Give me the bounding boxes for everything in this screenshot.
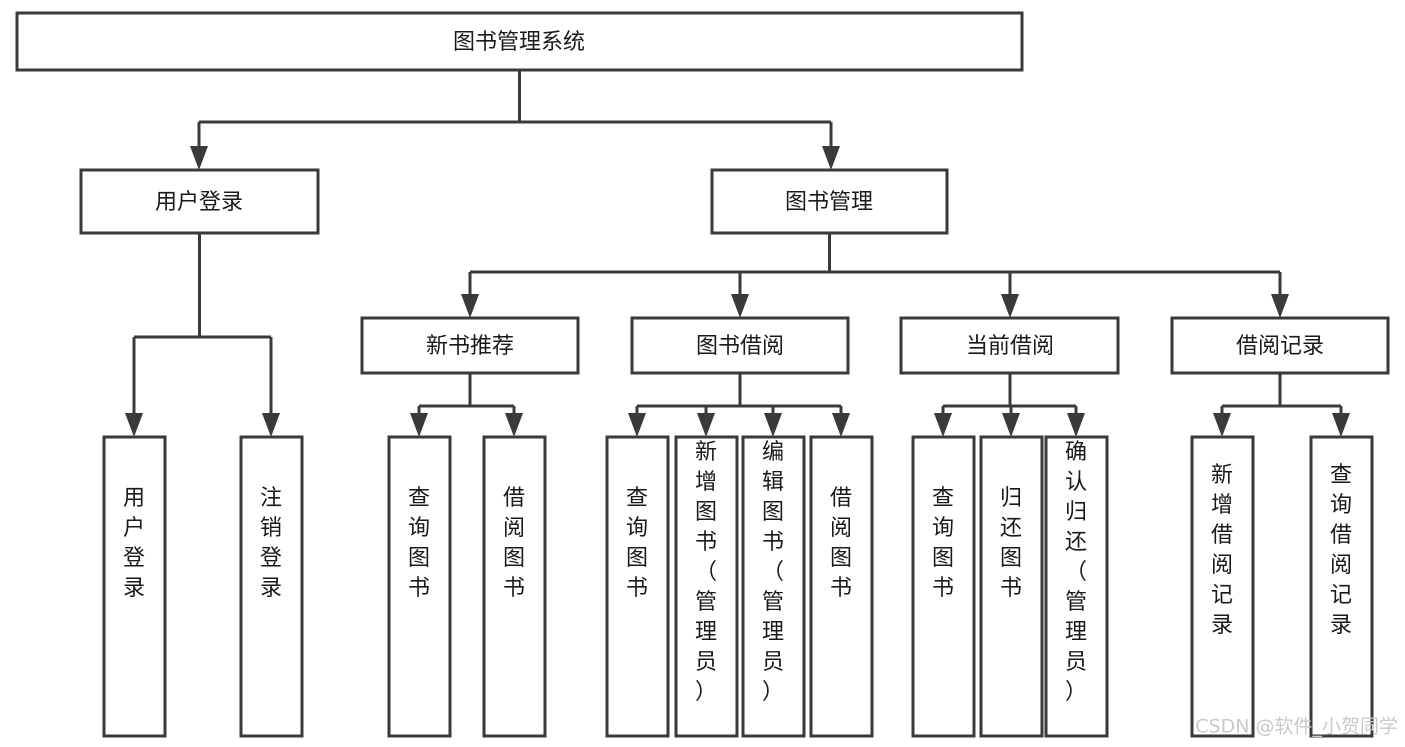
leaf-borrow-borrow-label: 借阅图书 — [830, 486, 852, 601]
leaf-borrow-query-box[interactable] — [605, 435, 670, 738]
leaf-rec-query-box[interactable] — [387, 435, 452, 738]
node-book-borrow-box[interactable] — [630, 316, 850, 375]
leaf-rec-add-label: 新增借阅记录 — [1211, 463, 1233, 638]
node-user-login[interactable]: 用户登录 — [79, 168, 320, 235]
leaf-borrow-add[interactable]: 新增图书（管理员） — [674, 435, 739, 738]
node-new-book-rec[interactable]: 新书推荐 — [360, 316, 580, 375]
node-new-book-rec-box[interactable] — [360, 316, 580, 375]
node-current-borrow[interactable]: 当前借阅 — [899, 316, 1120, 375]
leaf-logout[interactable]: 注销登录 — [239, 435, 304, 738]
arrow-to-current-borrow — [1001, 294, 1019, 318]
leaf-rec-borrow-label: 借阅图书 — [503, 486, 525, 601]
leaf-cur-confirm[interactable]: 确认归还（管理员） — [1044, 435, 1109, 738]
leaf-cur-return-box[interactable] — [979, 435, 1044, 738]
leaf-cur-return-label: 归还图书 — [1000, 486, 1022, 601]
node-root-label: 图书管理系统 — [453, 30, 585, 55]
arrow-to-user-login — [190, 146, 208, 170]
leaf-borrow-edit[interactable]: 编辑图书（管理员） — [741, 435, 806, 738]
node-root-box[interactable] — [15, 11, 1024, 72]
leaf-cur-query-label: 查询图书 — [932, 486, 954, 601]
leaf-rec-borrow-box[interactable] — [482, 435, 547, 738]
node-book-manage[interactable]: 图书管理 — [710, 168, 949, 235]
arrow-to-leaf-borrow-borrow — [832, 413, 850, 437]
node-user-login-label: 用户登录 — [155, 190, 243, 215]
arrow-to-leaf-cur-query — [934, 413, 952, 437]
arrow-to-leaf-cur-confirm — [1067, 413, 1085, 437]
leaf-cur-return[interactable]: 归还图书 — [979, 435, 1044, 738]
arrow-to-book-manage — [822, 146, 840, 170]
node-book-manage-label: 图书管理 — [785, 190, 873, 215]
leaf-cur-confirm-box[interactable] — [1044, 435, 1109, 738]
node-new-book-rec-label: 新书推荐 — [426, 334, 514, 359]
leaf-cur-query-box[interactable] — [911, 435, 976, 738]
node-current-borrow-label: 当前借阅 — [966, 334, 1054, 359]
leaf-rec-query2-box[interactable] — [1309, 435, 1374, 738]
leaf-borrow-query-label: 查询图书 — [626, 486, 648, 601]
leaf-user-login-label: 用户登录 — [123, 486, 145, 601]
connector-layer — [125, 70, 1350, 437]
arrow-to-leaf-user-login — [125, 413, 143, 437]
arrow-to-borrow-record — [1271, 294, 1289, 318]
arrow-to-leaf-borrow-add — [697, 413, 715, 437]
leaf-rec-borrow[interactable]: 借阅图书 — [482, 435, 547, 738]
leaf-rec-add-box[interactable] — [1190, 435, 1255, 738]
node-current-borrow-box[interactable] — [899, 316, 1120, 375]
leaf-borrow-edit-box[interactable] — [741, 435, 806, 738]
leaf-rec-query-label: 查询图书 — [408, 486, 430, 601]
arrow-to-leaf-borrow-query — [628, 413, 646, 437]
leaf-user-login-box[interactable] — [102, 435, 167, 738]
leaf-borrow-edit-label: 编辑图书（管理员） — [762, 440, 784, 705]
arrow-to-book-borrow — [731, 294, 749, 318]
node-book-borrow[interactable]: 图书借阅 — [630, 316, 850, 375]
leaf-borrow-add-label: 新增图书（管理员） — [695, 440, 717, 705]
arrow-to-leaf-borrow-edit — [764, 413, 782, 437]
node-user-login-box[interactable] — [79, 168, 320, 235]
leaf-borrow-add-box[interactable] — [674, 435, 739, 738]
leaf-cur-confirm-label: 确认归还（管理员） — [1065, 440, 1087, 705]
leaf-borrow-borrow[interactable]: 借阅图书 — [809, 435, 874, 738]
arrow-to-leaf-rec-borrow — [505, 413, 523, 437]
arrow-to-leaf-rec-query2 — [1332, 413, 1350, 437]
leaf-logout-box[interactable] — [239, 435, 304, 738]
node-borrow-record-box[interactable] — [1170, 316, 1390, 375]
arrow-to-leaf-rec-query — [410, 413, 428, 437]
arrow-to-new-book-rec — [461, 294, 479, 318]
leaf-rec-query[interactable]: 查询图书 — [387, 435, 452, 738]
leaf-rec-query2-label: 查询借阅记录 — [1330, 463, 1352, 638]
node-borrow-record[interactable]: 借阅记录 — [1170, 316, 1390, 375]
leaf-borrow-query[interactable]: 查询图书 — [605, 435, 670, 738]
leaf-borrow-borrow-box[interactable] — [809, 435, 874, 738]
arrow-to-leaf-cur-return — [1002, 413, 1020, 437]
csdn-watermark: CSDN @软件_小贺同学 — [1195, 716, 1398, 738]
arrow-to-leaf-rec-add — [1213, 413, 1231, 437]
node-book-manage-box[interactable] — [710, 168, 949, 235]
leaf-rec-query2[interactable]: 查询借阅记录 — [1309, 435, 1374, 738]
node-borrow-record-label: 借阅记录 — [1236, 334, 1324, 359]
arrow-to-leaf-logout — [262, 413, 280, 437]
leaf-user-login[interactable]: 用户登录 — [102, 435, 167, 738]
node-root[interactable]: 图书管理系统 — [15, 11, 1024, 72]
leaf-cur-query[interactable]: 查询图书 — [911, 435, 976, 738]
leaf-rec-add[interactable]: 新增借阅记录 — [1190, 435, 1255, 738]
node-book-borrow-label: 图书借阅 — [696, 334, 784, 359]
leaf-logout-label: 注销登录 — [260, 486, 282, 601]
